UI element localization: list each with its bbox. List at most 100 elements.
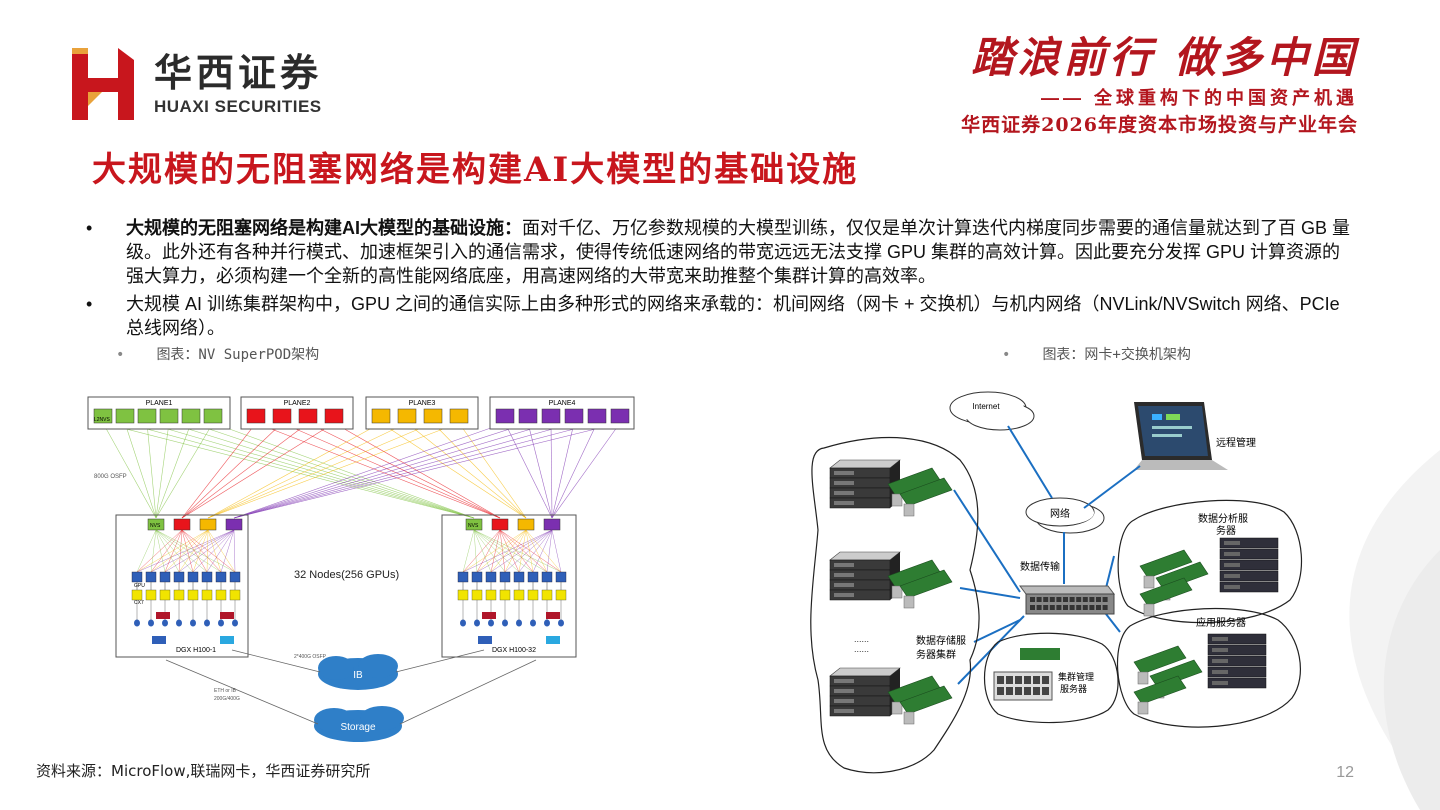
bullet-list: • 大规模的无阻塞网络是构建AI大模型的基础设施：面对千亿、万亿参数规模的大模型… bbox=[86, 216, 1356, 344]
dgx-node-left bbox=[115, 514, 249, 658]
gpu-box bbox=[131, 571, 143, 583]
nvs-switch bbox=[199, 518, 217, 531]
gpu-box bbox=[555, 571, 567, 583]
port bbox=[474, 619, 480, 627]
gpu-box bbox=[173, 571, 185, 583]
port bbox=[516, 619, 522, 627]
pcie-switch bbox=[156, 612, 170, 619]
port bbox=[204, 619, 210, 627]
port bbox=[190, 619, 196, 627]
slogan-main: 踏浪前行 做多中国 bbox=[971, 33, 1358, 82]
slogan-subtitle: —— 全球重构下的中国资产机遇 bbox=[1041, 88, 1358, 108]
plane-switch bbox=[93, 408, 113, 424]
app-server-blob bbox=[1116, 607, 1301, 728]
port bbox=[148, 619, 154, 627]
eth-speed-label: 200G/400G bbox=[214, 696, 240, 702]
plane-switch bbox=[449, 408, 469, 424]
cx7-box bbox=[541, 589, 553, 601]
dgx-node-right bbox=[441, 514, 577, 658]
gpu-box bbox=[499, 571, 511, 583]
app-server-label: 应用服务器 bbox=[1196, 616, 1246, 629]
plane-links bbox=[102, 422, 621, 519]
conference-slogan: 踏浪前行 做多中国 —— 全球重构下的中国资产机遇 华西证券2026年度资本市场… bbox=[948, 30, 1358, 140]
l2nvs-label: L2NVS bbox=[94, 417, 111, 423]
plane-switch bbox=[137, 408, 157, 424]
gpu-box bbox=[485, 571, 497, 583]
dgx-right-label: DGX H100-32 bbox=[492, 647, 536, 654]
cx7-box bbox=[485, 589, 497, 601]
port bbox=[544, 619, 550, 627]
plane-switch bbox=[246, 408, 266, 424]
cx7-box bbox=[215, 589, 227, 601]
cluster-mgmt-blob bbox=[983, 632, 1119, 724]
storage-nic bbox=[220, 636, 234, 644]
plane-switch bbox=[397, 408, 417, 424]
remote-label: 远程管理 bbox=[1216, 436, 1256, 449]
eth-label: ETH or IB bbox=[214, 688, 237, 694]
plane-switch bbox=[610, 408, 630, 424]
cx7-box bbox=[187, 589, 199, 601]
port bbox=[176, 619, 182, 627]
plane-switch bbox=[324, 408, 344, 424]
port bbox=[232, 619, 238, 627]
ib-cloud: IB bbox=[318, 654, 398, 690]
gpu-box bbox=[513, 571, 525, 583]
analysis-label-2: 务器 bbox=[1216, 524, 1236, 537]
nvs-switch bbox=[225, 518, 243, 531]
analysis-label-1: 数据分析服 bbox=[1198, 512, 1248, 525]
cx7-box bbox=[555, 589, 567, 601]
storage-cluster-blob bbox=[810, 436, 980, 774]
plane-switch bbox=[159, 408, 179, 424]
bullet-text: 面对千亿、万亿参数规模的大模型训练，仅仅是单次计算迭代内梯度同步需要的通信量就达… bbox=[126, 218, 1351, 286]
internet-cloud: Internet bbox=[949, 391, 1035, 431]
superpod-svg: PLANE1 PLANE2 PLANE3 PLANE4 L2NVS 800G O… bbox=[87, 396, 635, 742]
analysis-server-blob bbox=[1117, 499, 1303, 624]
cx7-box bbox=[513, 589, 525, 601]
port bbox=[488, 619, 494, 627]
port bbox=[460, 619, 466, 627]
gpu-box bbox=[527, 571, 539, 583]
cx7-box bbox=[159, 589, 171, 601]
connection-arrows bbox=[953, 425, 1141, 685]
caption-text: 图表：网卡+交换机架构 bbox=[1042, 347, 1191, 363]
bullet-dot: • bbox=[86, 218, 93, 238]
plane-switch bbox=[181, 408, 201, 424]
bf3-nic bbox=[478, 636, 492, 644]
plane-label: PLANE1 bbox=[146, 400, 173, 407]
pcie-switch bbox=[220, 612, 234, 619]
gpu-box bbox=[159, 571, 171, 583]
plane-switch bbox=[564, 408, 584, 424]
port bbox=[134, 619, 140, 627]
link-label: 800G OSFP bbox=[94, 474, 127, 480]
storage-cluster-label-1: 数据存储服 bbox=[916, 634, 966, 647]
plane-switch bbox=[203, 408, 223, 424]
caption-text: 图表：NV SuperPOD架构 bbox=[156, 347, 320, 363]
bullet-bold-lead: 大规模的无阻塞网络是构建AI大模型的基础设施： bbox=[126, 218, 522, 238]
cx7-box bbox=[201, 589, 213, 601]
cx7-box bbox=[499, 589, 511, 601]
bullet-text: 大规模 AI 训练集群架构中，GPU 之间的通信实际上由多种形式的网络来承载的：… bbox=[126, 294, 1340, 338]
port bbox=[218, 619, 224, 627]
page-number: 12 bbox=[1336, 764, 1354, 781]
nodes-label: 32 Nodes(256 GPUs) bbox=[294, 569, 399, 581]
dots-label: ...... bbox=[854, 634, 869, 644]
cx7-box bbox=[229, 589, 241, 601]
plane-switches bbox=[93, 408, 630, 424]
laptop-icon bbox=[1134, 402, 1228, 470]
pcie-switch bbox=[546, 612, 560, 619]
nvs-switch bbox=[491, 518, 509, 531]
osfp-label: 2*400G OSFP bbox=[294, 654, 327, 660]
cluster-mgmt-server bbox=[993, 648, 1060, 701]
storage-cloud: Storage bbox=[314, 706, 404, 742]
port bbox=[558, 619, 564, 627]
source-note: 资料来源：MicroFlow,联瑞网卡，华西证券研究所 bbox=[36, 762, 371, 780]
gpu-label: GPU bbox=[134, 583, 145, 589]
bullet-item: • 大规模 AI 训练集群架构中，GPU 之间的通信实际上由多种形式的网络来承载… bbox=[86, 292, 1356, 340]
gpu-box bbox=[541, 571, 553, 583]
nvs-switch bbox=[543, 518, 561, 531]
nic-switch-svg: Internet 网络 远程管理 bbox=[810, 391, 1303, 774]
gpu-box bbox=[145, 571, 157, 583]
network-label: 网络 bbox=[1050, 507, 1070, 520]
plane-switch bbox=[495, 408, 515, 424]
